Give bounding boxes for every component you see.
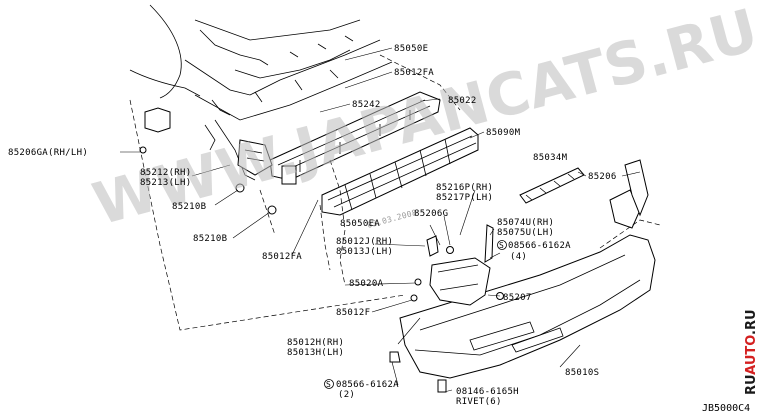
label-85207: 85207 <box>503 293 532 303</box>
label-85050EA: 85050EA <box>340 219 380 229</box>
label-85075U: 85075U(LH) <box>497 228 554 238</box>
part-labels: 85050E 85012FA 85242 85022 85090M 85206G… <box>8 44 617 407</box>
label-85206GA: 85206GA(RH/LH) <box>8 148 88 158</box>
label-08566-top-code: 08566-6162A <box>508 241 571 251</box>
label-85012FA-top: 85012FA <box>394 68 434 78</box>
brand-middle: AUTO <box>744 335 759 375</box>
side-bracket-85212 <box>139 139 277 215</box>
label-85212: 85212(RH) <box>140 168 191 178</box>
label-85020A: 85020A <box>349 279 384 289</box>
label-85213: 85213(LH) <box>140 178 191 188</box>
label-85034M: 85034M <box>533 153 568 163</box>
reflector-lamp-85216P <box>429 257 491 306</box>
label-85012J: 85012J(RH) <box>336 237 393 247</box>
diagram-code: JB5000C4 <box>702 403 750 414</box>
bumper-reinforcement-85022 <box>269 91 441 185</box>
label-85242: 85242 <box>352 100 381 110</box>
label-08566-top-qty: (4) <box>510 252 527 262</box>
label-85012F: 85012F <box>336 308 370 318</box>
brand-suffix: .RU <box>744 309 759 335</box>
label-85013H: 85013H(LH) <box>287 348 344 358</box>
screw-symbol-icon: S <box>326 380 331 389</box>
screw-symbol-icon: S <box>499 241 504 250</box>
svg-text:RUAUTO.RU: RUAUTO.RU <box>744 309 759 395</box>
brand-logo: RUAUTO.RU <box>744 309 759 395</box>
label-08566-top: S 08566-6162A (4) <box>497 240 571 262</box>
label-85074U: 85074U(RH) <box>497 218 554 228</box>
leader-lines <box>120 47 641 393</box>
label-rivet: RIVET(6) <box>456 397 502 407</box>
label-85206: 85206 <box>588 172 617 182</box>
label-85013J: 85013J(LH) <box>336 247 393 257</box>
label-85022: 85022 <box>448 96 477 106</box>
label-08566-bottom-code: 08566-6162A <box>336 380 399 390</box>
energy-absorber-85090M <box>321 127 479 216</box>
label-85217P: 85217P(LH) <box>436 193 493 203</box>
brand-prefix: RU <box>744 375 759 395</box>
side-bracket-85074U <box>389 224 504 393</box>
label-85090M: 85090M <box>486 128 521 138</box>
label-08146: 08146-6165H <box>456 387 519 397</box>
label-85216P: 85216P(RH) <box>436 183 493 193</box>
label-08566-bottom: S 08566-6162A (2) <box>324 379 399 400</box>
dashed-assembly-lines <box>129 54 661 331</box>
label-85210B-2: 85210B <box>193 234 227 244</box>
label-85210B-1: 85210B <box>172 202 206 212</box>
label-85010S: 85010S <box>565 368 599 378</box>
label-85050E: 85050E <box>394 44 428 54</box>
label-85012H: 85012H(RH) <box>287 338 344 348</box>
trim-strip-85034M <box>519 167 585 204</box>
label-08566-bottom-qty: (2) <box>338 390 355 400</box>
label-85206G: 85206G <box>414 209 448 219</box>
label-85012FA-bottom: 85012FA <box>262 252 302 262</box>
